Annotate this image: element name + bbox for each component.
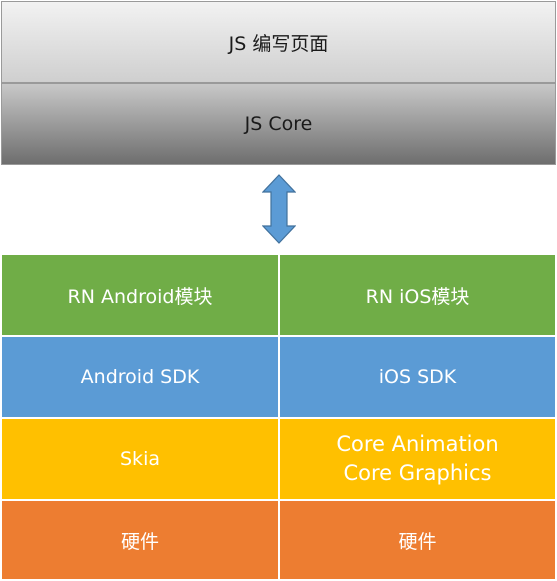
rn-ios-module-label: RN iOS模块 xyxy=(365,285,470,308)
js-page-layer: JS 编写页面 xyxy=(1,1,556,83)
android-sdk-label: Android SDK xyxy=(80,366,200,388)
core-graphics-label: Core Graphics xyxy=(343,461,492,485)
js-page-label: JS 编写页面 xyxy=(228,32,329,55)
rn-android-module: RN Android模块 xyxy=(1,254,279,336)
core-graphics-layer: Core Animation Core Graphics xyxy=(279,418,556,500)
rn-android-module-label: RN Android模块 xyxy=(67,285,213,308)
ios-hardware: 硬件 xyxy=(279,500,556,580)
js-core-label: JS Core xyxy=(244,113,313,135)
skia-label: Skia xyxy=(120,448,160,470)
android-sdk: Android SDK xyxy=(1,336,279,418)
rn-ios-module: RN iOS模块 xyxy=(279,254,556,336)
android-hardware-label: 硬件 xyxy=(120,530,159,553)
double-arrow-vertical-icon xyxy=(262,174,296,244)
ios-sdk: iOS SDK xyxy=(279,336,556,418)
core-animation-label: Core Animation xyxy=(336,432,499,456)
ios-hardware-label: 硬件 xyxy=(398,530,437,553)
android-hardware: 硬件 xyxy=(1,500,279,580)
ios-sdk-label: iOS SDK xyxy=(378,366,457,388)
skia-layer: Skia xyxy=(1,418,279,500)
js-core-layer: JS Core xyxy=(1,83,556,165)
